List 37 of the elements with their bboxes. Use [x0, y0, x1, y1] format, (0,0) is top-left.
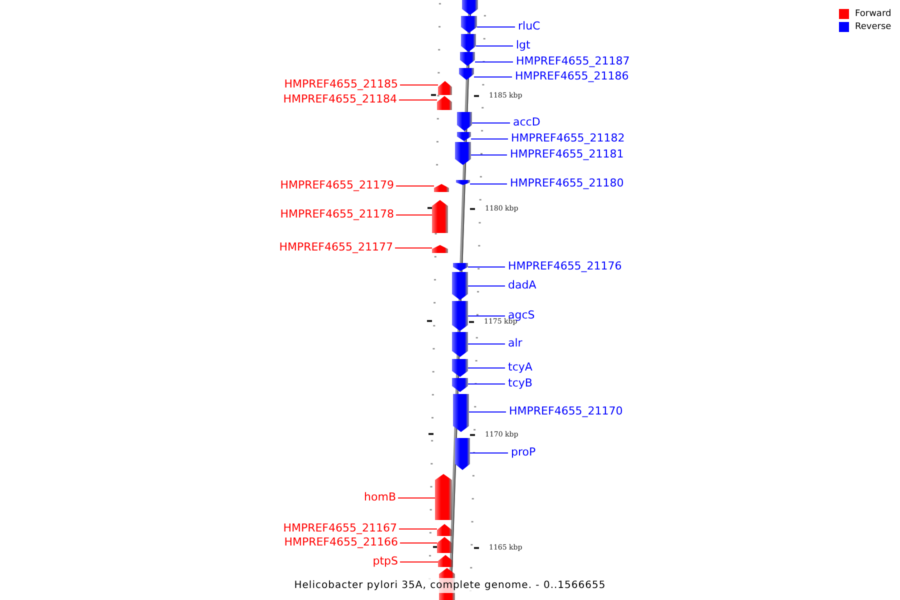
leader-line	[400, 84, 438, 86]
leader-line	[476, 26, 516, 28]
leader-line	[470, 138, 508, 140]
gene-label: HMPREF4655_21167	[283, 522, 397, 534]
gene-label: rluC	[518, 20, 540, 32]
gene-label: homB	[364, 490, 396, 504]
legend-label: Reverse	[855, 22, 892, 32]
leader-line	[470, 452, 508, 454]
gene-label: HMPREF4655_21186	[515, 70, 629, 82]
gene-label: HMPREF4655_21181	[510, 148, 624, 160]
gene-label: HMPREF4655_21182	[511, 132, 625, 144]
legend-label: Forward	[855, 10, 892, 18]
gene-label: HMPREF4655_21170	[509, 404, 623, 418]
gene-label: HMPREF4655_21187	[516, 54, 630, 68]
gene-label: HMPREF4655_21166	[284, 536, 398, 548]
leader-line	[472, 122, 510, 124]
gene-label: HMPREF4655_21177	[279, 240, 393, 254]
gene-label: HMPREF4655_21180	[510, 176, 624, 190]
leader-line	[474, 76, 512, 78]
leader-line	[396, 214, 432, 216]
gene-label: HMPREF4655_21185	[284, 78, 398, 90]
gene-label: tcyB	[508, 376, 532, 390]
leader-line	[400, 542, 438, 544]
gene-label: accD	[513, 116, 540, 128]
gene-label: HMPREF4655_21176	[508, 260, 622, 272]
gene-label: alr	[508, 336, 522, 350]
leader-line	[470, 154, 508, 156]
gene-label: tcyA	[508, 360, 532, 374]
gene-label: ptpS	[372, 554, 398, 568]
gene-label: proP	[511, 446, 536, 458]
gene-label: dadA	[508, 278, 536, 292]
gene-label: HMPREF4655_21179	[280, 178, 394, 192]
gene-label: HMPREF4655_21178	[280, 208, 394, 220]
gene-label: HMPREF4655_21184	[283, 92, 397, 106]
leader-line	[468, 266, 506, 268]
leader-line	[398, 528, 438, 530]
gene-label: lgt	[516, 38, 530, 52]
